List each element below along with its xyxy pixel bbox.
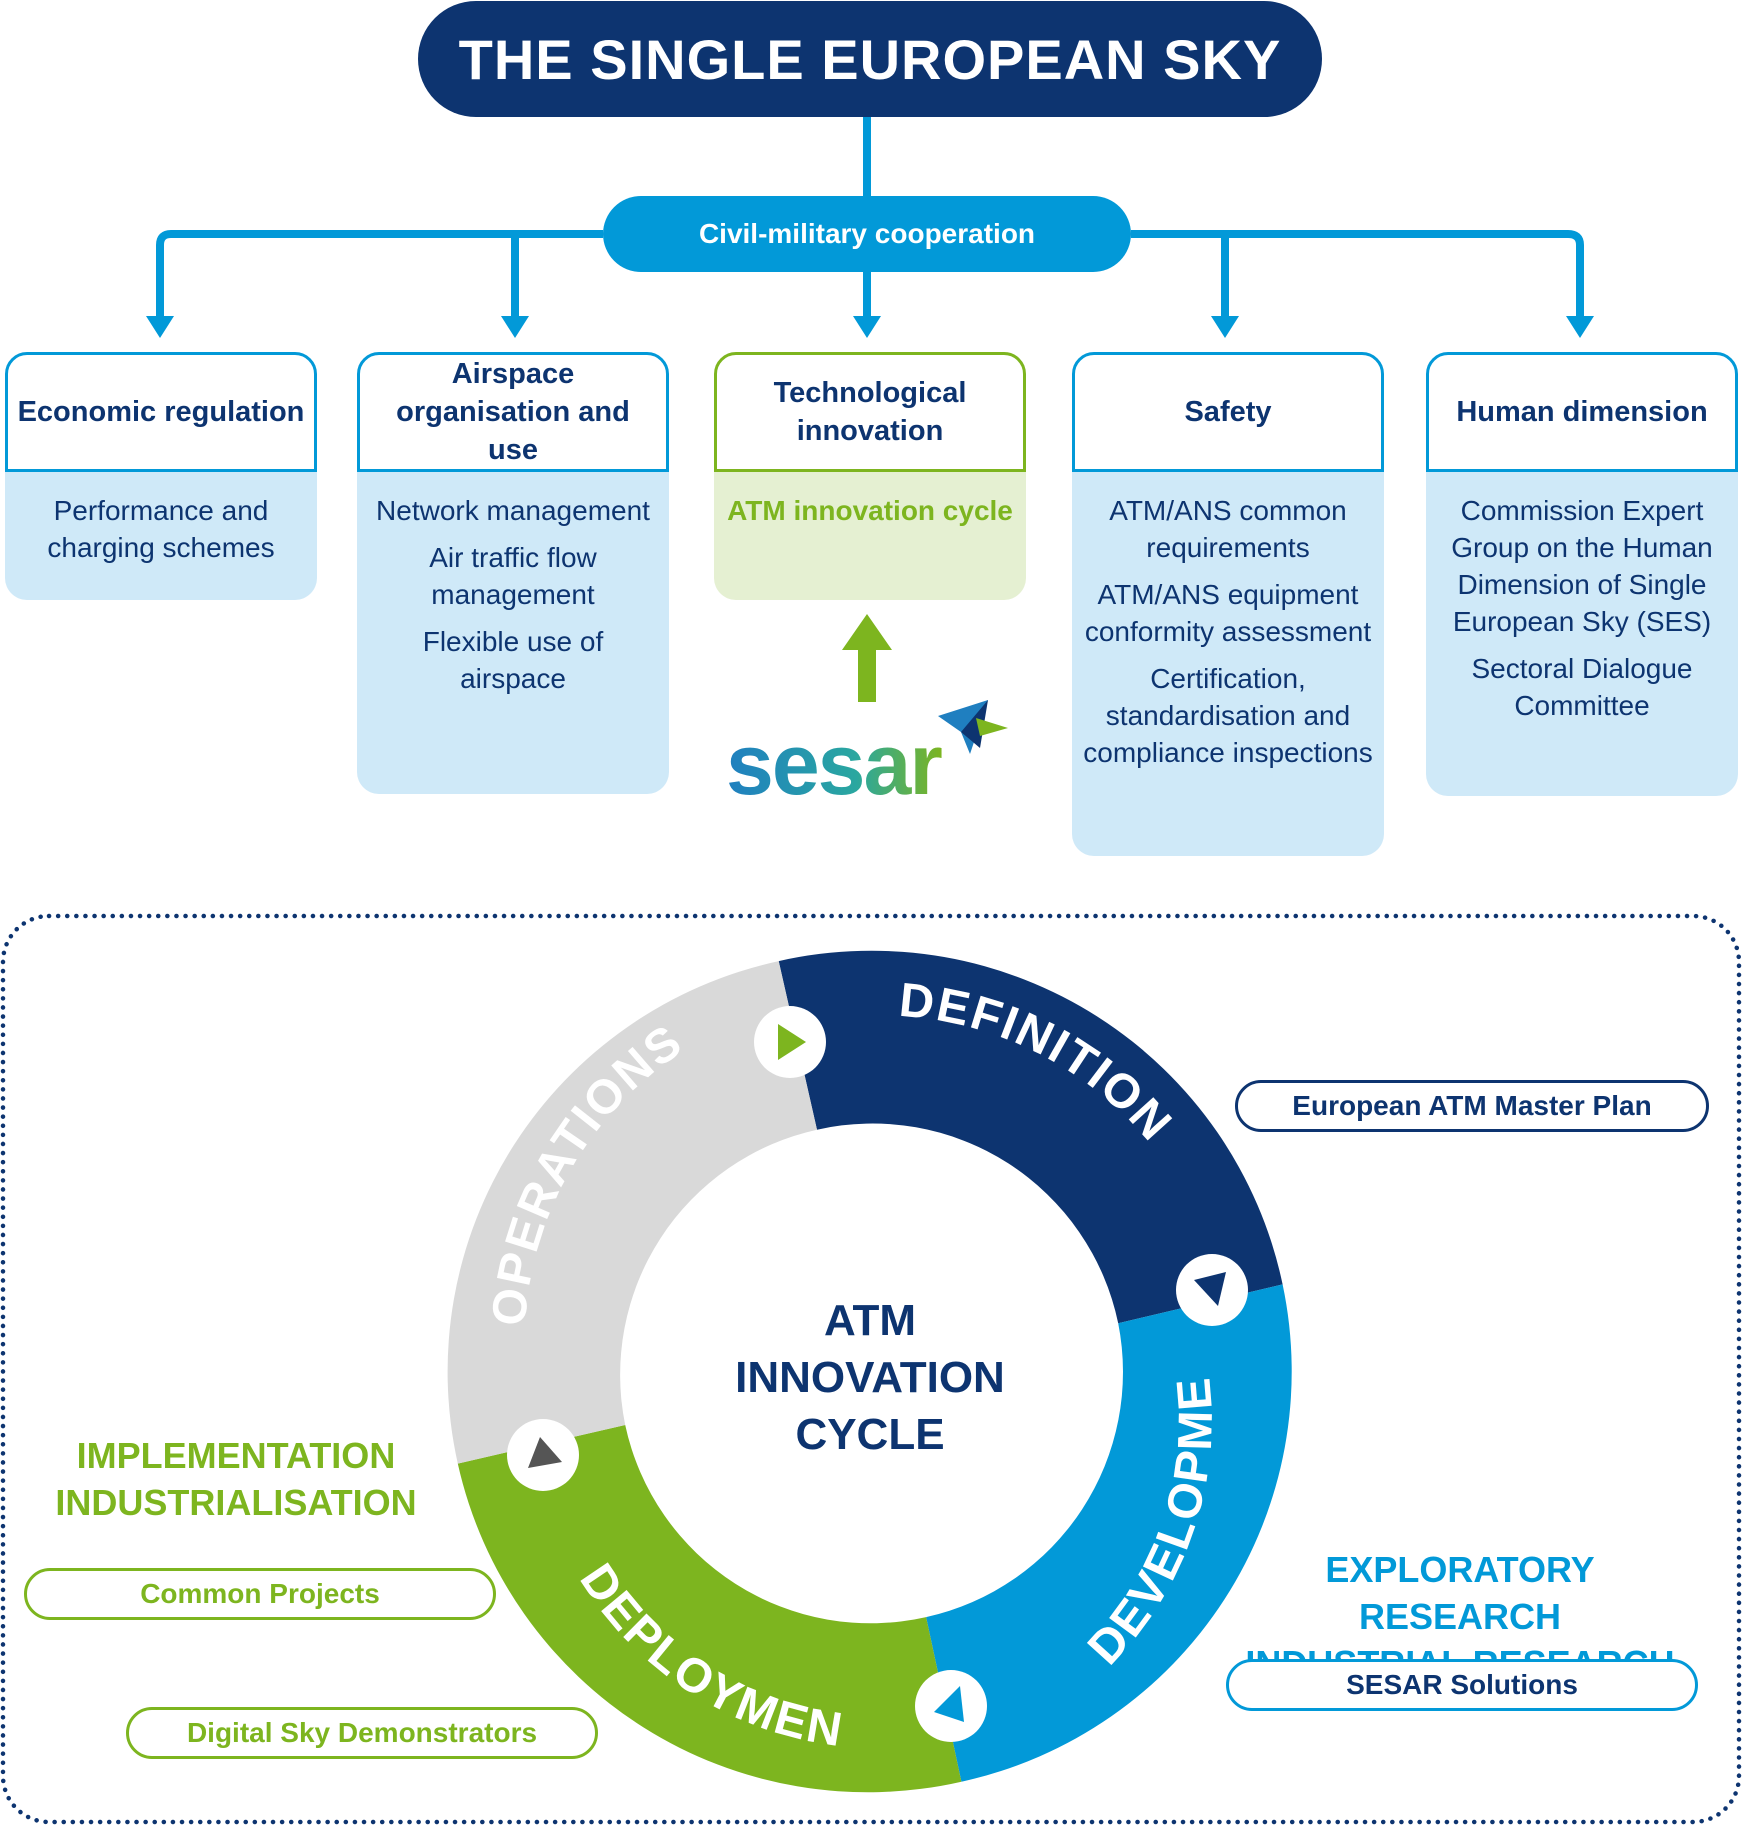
segment-operations xyxy=(447,961,817,1464)
sesar-logo: sesar xyxy=(726,700,1008,806)
sesar-solutions-box: SESAR Solutions xyxy=(1226,1659,1698,1711)
common-projects-box: Common Projects xyxy=(24,1568,496,1620)
cycle-center-title: ATM INNOVATION CYCLE xyxy=(735,1296,1005,1459)
pillar-item: ATM/ANS equipment conformity assessment xyxy=(1084,579,1372,647)
pillar-item: Air traffic flow management xyxy=(429,542,597,610)
pillar-human-dimension: Human dimension Commission Expert Group … xyxy=(1426,352,1738,796)
pillar-item: Flexible use of airspace xyxy=(422,626,604,694)
pillar-technological-innovation: Technological innovation ATM innovation … xyxy=(714,352,1026,600)
pillar-title: Human dimension xyxy=(1426,352,1738,472)
play-icon xyxy=(1176,1254,1248,1326)
pillar-title: Safety xyxy=(1072,352,1384,472)
segment-deployment xyxy=(457,1425,962,1793)
civil-military-cooperation: Civil-military cooperation xyxy=(603,196,1131,272)
connector-arrows xyxy=(146,115,1594,338)
sesar-logo-text: sesar xyxy=(726,717,942,806)
segment-development xyxy=(926,1284,1292,1782)
pillar-economic-regulation: Economic regulation Performance and char… xyxy=(5,352,317,600)
pillar-title: Technological innovation xyxy=(714,352,1026,472)
segment-definition xyxy=(778,950,1283,1324)
master-plan-box: European ATM Master Plan xyxy=(1235,1080,1709,1132)
pillar-title: Airspace organisation and use xyxy=(357,352,669,472)
implementation-label: IMPLEMENTATION INDUSTRIALISATION xyxy=(55,1435,417,1523)
pillar-item: ATM/ANS common requirements xyxy=(1109,495,1347,563)
pillar-item: Performance and charging schemes xyxy=(47,495,275,563)
arrow-up-icon xyxy=(842,614,892,702)
pillar-item: ATM innovation cycle xyxy=(727,495,1013,526)
pillar-airspace: Airspace organisation and use Network ma… xyxy=(357,352,669,794)
pillar-safety: Safety ATM/ANS common requirements ATM/A… xyxy=(1072,352,1384,856)
page-title: THE SINGLE EUROPEAN SKY xyxy=(418,1,1322,117)
pillar-item: Sectoral Dialogue Committee xyxy=(1471,653,1693,721)
play-icon xyxy=(915,1670,987,1742)
play-icon xyxy=(754,1006,826,1078)
pillar-title: Economic regulation xyxy=(5,352,317,472)
play-icon xyxy=(507,1419,579,1491)
digital-sky-demonstrators-box: Digital Sky Demonstrators xyxy=(126,1707,598,1759)
pillar-item: Certification, standardisation and compl… xyxy=(1083,663,1373,768)
pillar-item: Commission Expert Group on the Human Dim… xyxy=(1451,495,1713,637)
pillar-item: Network management xyxy=(376,495,650,526)
